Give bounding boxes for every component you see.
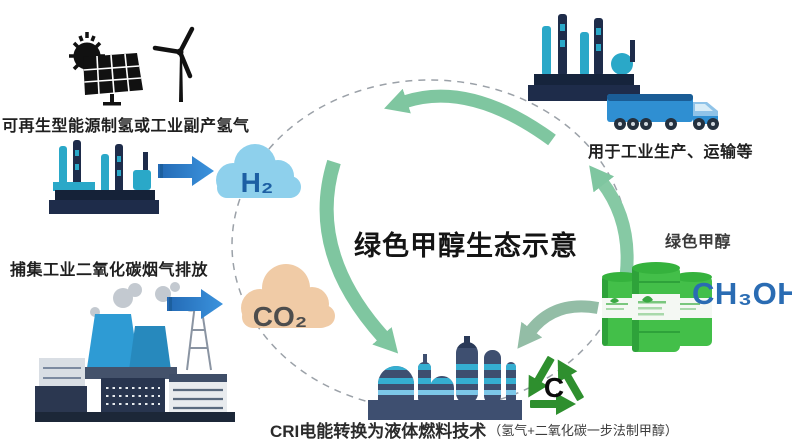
- h2-formula: H₂: [241, 167, 274, 198]
- hydrogen-refinery-icon: [49, 140, 159, 214]
- barrel-right: [674, 272, 712, 346]
- h2-cloud: H₂: [216, 144, 301, 198]
- carbon-recycle-icon: C: [528, 356, 584, 415]
- capture-label: 捕集工业二氧化碳烟气排放: [10, 262, 209, 279]
- caption-main: CRI电能转换为液体燃料技术: [270, 422, 487, 441]
- recycle-carbon-letter: C: [544, 372, 564, 403]
- wind-turbine-icon: [152, 26, 195, 102]
- co2-feed-arrow-icon: [167, 289, 223, 319]
- barrel-center: [632, 262, 680, 352]
- usage-label: 用于工业生产、运输等: [588, 144, 754, 161]
- cycle-arrow-bottom: [517, 300, 600, 349]
- ch3oh-formula: CH₃OH: [692, 276, 792, 311]
- renewable-energy-icon: [69, 26, 195, 106]
- methanol-label: 绿色甲醇: [665, 234, 732, 251]
- co2-formula: CO₂: [253, 301, 307, 332]
- diagram-title: 绿色甲醇生态示意: [354, 231, 578, 261]
- solar-panel-icon: [83, 53, 143, 106]
- methanol-plant-icon: [368, 336, 522, 420]
- caption-sub: （氢气+二氧化碳一步法制甲醇）: [488, 423, 678, 438]
- power-plant-icon: [35, 282, 235, 422]
- caption: CRI电能转换为液体燃料技术 （氢气+二氧化碳一步法制甲醇）: [270, 417, 678, 442]
- truck-icon: [607, 94, 719, 130]
- renewable-label: 可再生型能源制氢或工业副产氢气: [2, 118, 250, 135]
- co2-cloud: CO₂: [241, 264, 335, 332]
- h2-feed-arrow-icon: [158, 156, 214, 186]
